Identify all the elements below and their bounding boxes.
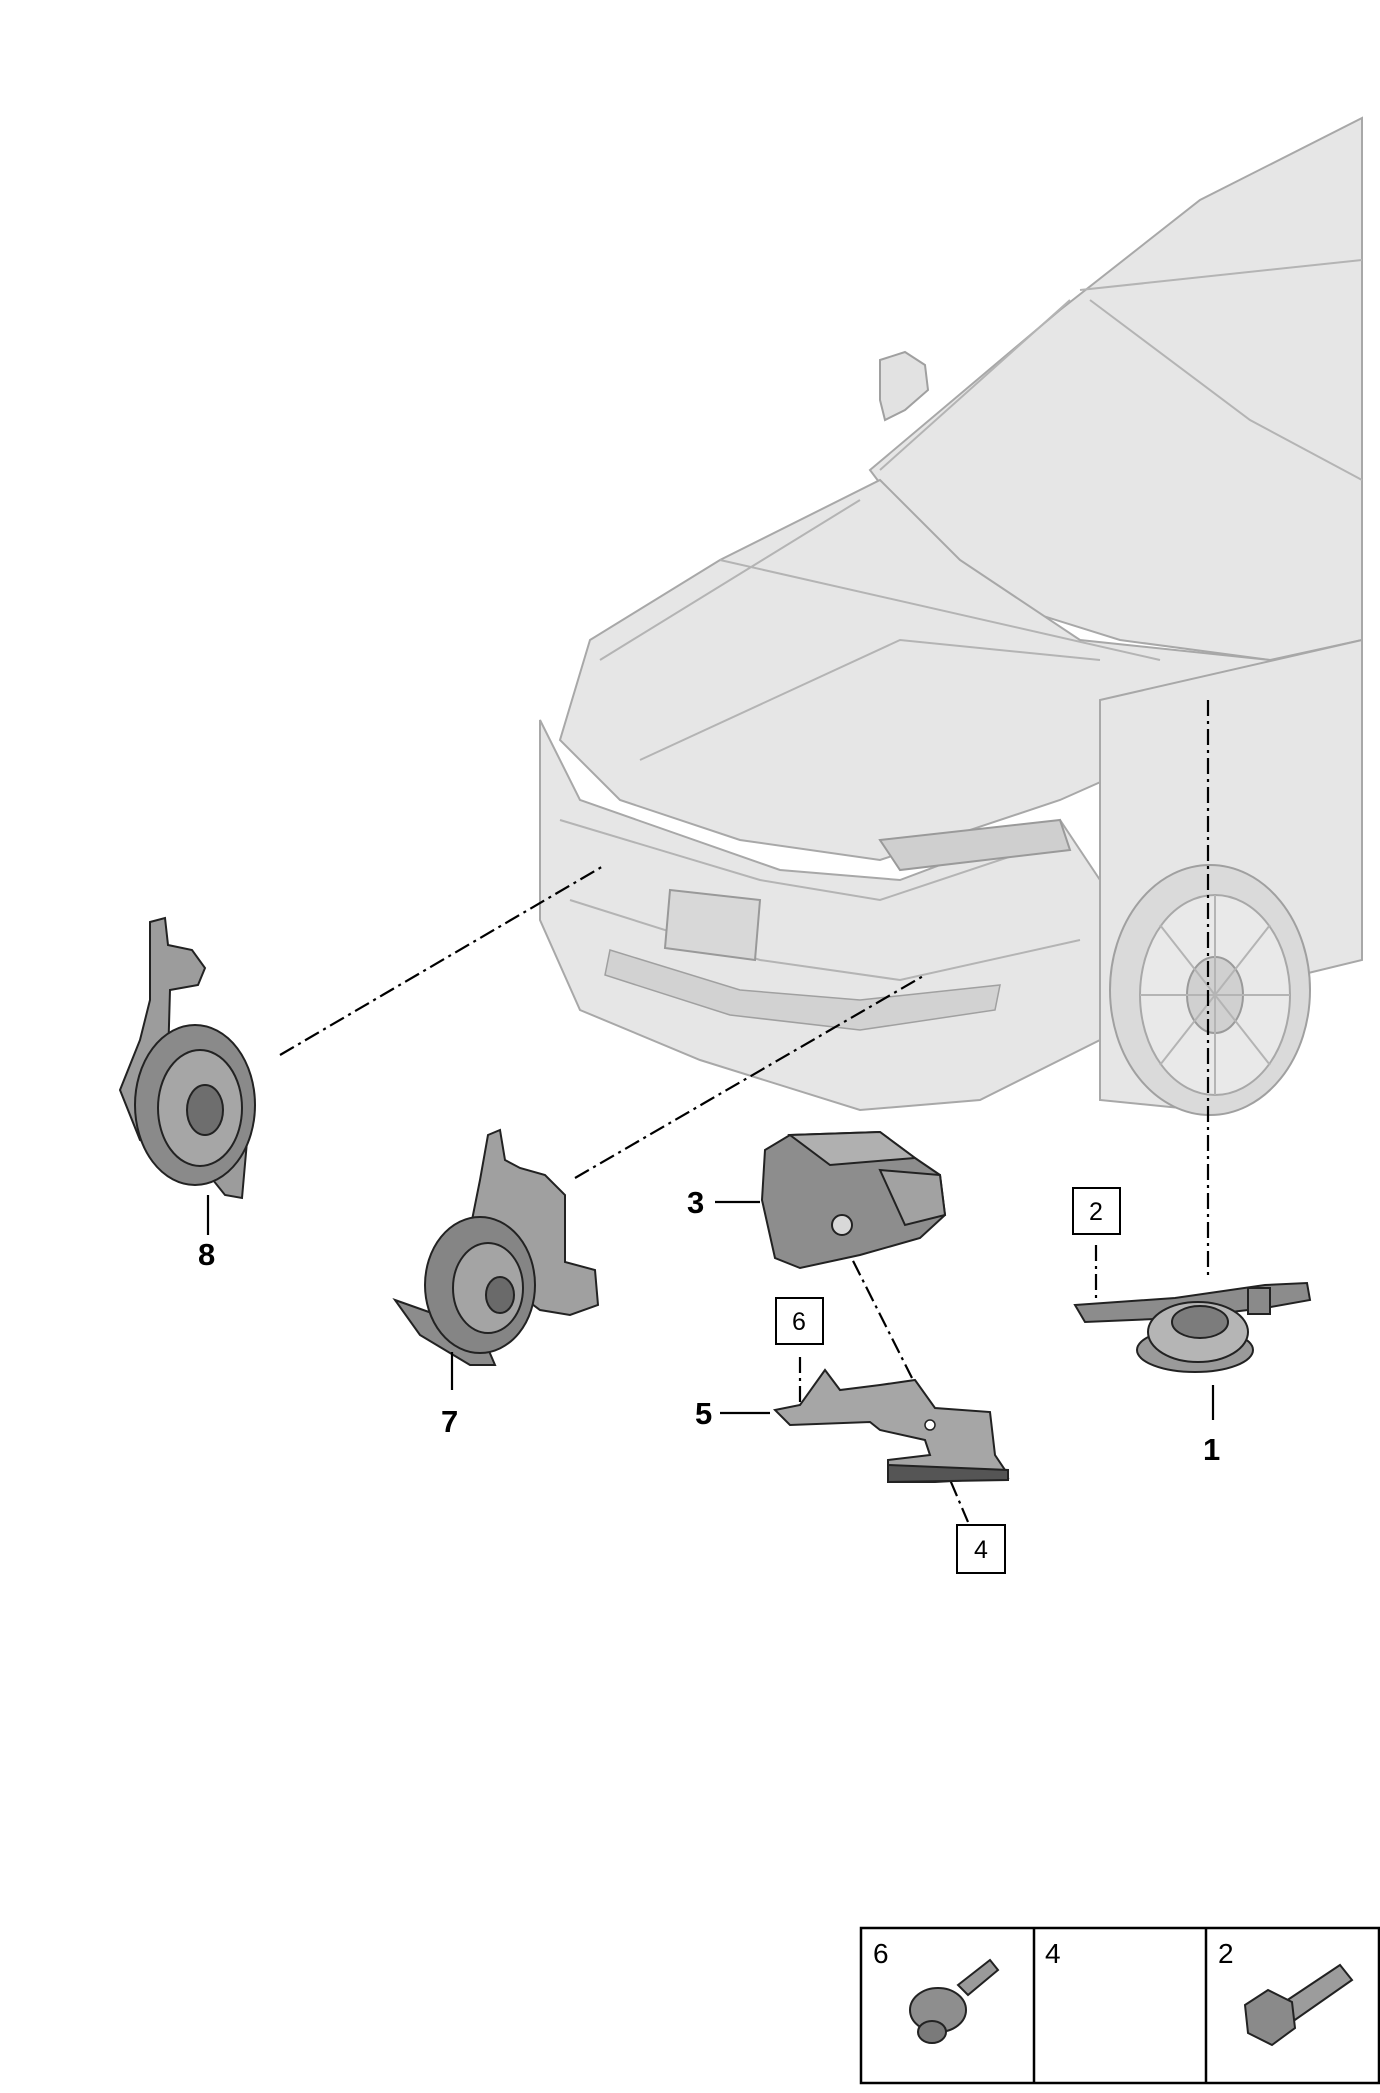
svg-text:4: 4 (974, 1536, 988, 1564)
part-1-horn[interactable] (1073, 1281, 1312, 1420)
hex-bolt-icon (1243, 1963, 1354, 2047)
legend-cell-label-3: 2 (1218, 1938, 1234, 1969)
part-3-control-unit[interactable] (715, 1130, 947, 1270)
flange-bolt-icon (909, 1958, 1000, 2044)
callout-1: 1 (1203, 1432, 1220, 1467)
callout-3: 3 (687, 1185, 704, 1220)
part-7-horn-bracket[interactable] (392, 1128, 600, 1390)
part-8-horn-bracket[interactable] (118, 916, 256, 1235)
car-front-illustration (539, 116, 1363, 1116)
fastener-legend-table: 6 4 2 (859, 1926, 1380, 2085)
boxed-ref-4: 4 (956, 1524, 1006, 1574)
callout-numbers: 1 3 5 7 8 (198, 1185, 1220, 1467)
svg-text:2: 2 (1089, 1198, 1103, 1226)
callout-7: 7 (441, 1404, 458, 1439)
callout-8: 8 (198, 1237, 215, 1272)
boxed-ref-6: 6 (775, 1297, 824, 1345)
legend-cell-label-2: 4 (1045, 1938, 1061, 1969)
callout-5: 5 (695, 1396, 712, 1431)
legend-cell-label-1: 6 (873, 1938, 889, 1969)
part-5-mounting-bracket[interactable] (720, 1368, 1010, 1484)
svg-text:6: 6 (792, 1308, 806, 1336)
boxed-ref-2: 2 (1072, 1187, 1121, 1235)
